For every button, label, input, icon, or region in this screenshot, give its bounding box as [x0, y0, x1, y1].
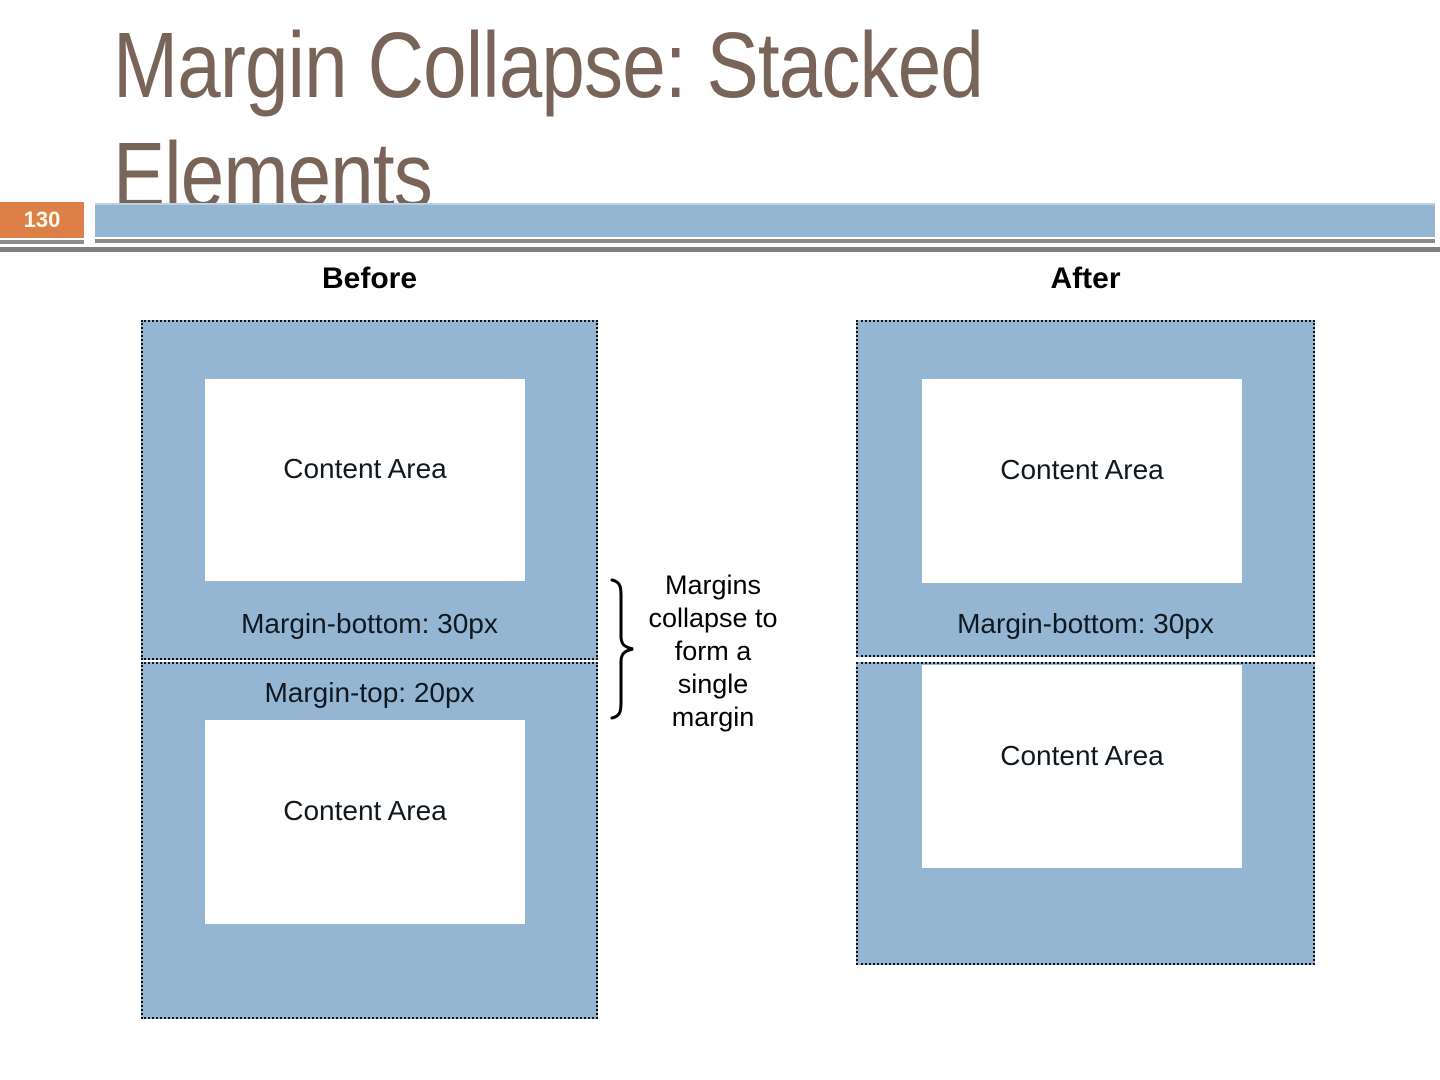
- content-area-label: Content Area: [283, 795, 447, 826]
- margin-bottom-label: Margin-bottom: 30px: [241, 608, 498, 639]
- content-area-label: Content Area: [283, 453, 447, 484]
- after-element-2-margin-box: Content Area: [856, 662, 1315, 965]
- before-element-2-margin-box: Margin-top: 20px Content Area: [141, 662, 598, 1019]
- before-heading: Before: [321, 262, 418, 295]
- after-heading: After: [1050, 262, 1121, 295]
- margin-top-label: Margin-top: 20px: [264, 677, 475, 708]
- after-element-1-margin-box: Content Area Margin-bottom: 30px: [856, 320, 1315, 657]
- header-rule: [0, 247, 1440, 252]
- after-element-2-content-box: Content Area: [922, 665, 1242, 868]
- collapse-annotation: Margins collapse to form a single margin: [648, 570, 778, 732]
- content-area-label: Content Area: [1000, 454, 1164, 485]
- slide-title: Margin Collapse: Stacked Elements: [113, 13, 984, 227]
- margin-bottom-label: Margin-bottom: 30px: [957, 608, 1214, 639]
- after-element-1-content-box: Content Area: [922, 379, 1242, 583]
- title-bar-underline: [95, 239, 1435, 243]
- content-area-label: Content Area: [1000, 739, 1164, 771]
- page-badge-underline: [0, 240, 84, 244]
- title-accent-bar: [95, 203, 1435, 237]
- before-element-1-content-box: Content Area: [205, 379, 525, 581]
- before-element-1-margin-box: Content Area Margin-bottom: 30px: [141, 320, 598, 660]
- curly-brace-icon: [610, 578, 634, 720]
- page-number-badge: 130: [0, 202, 84, 238]
- before-element-2-content-box: Content Area: [205, 720, 525, 924]
